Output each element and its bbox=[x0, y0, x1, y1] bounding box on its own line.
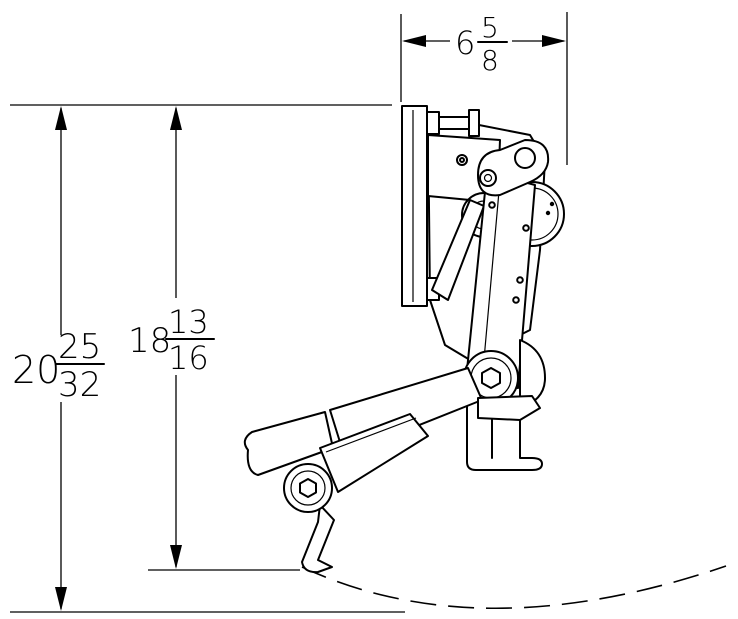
top-width-dimension: 6 5 8 bbox=[400, 11, 568, 165]
top-bolt-nut bbox=[426, 111, 440, 135]
outer-height-whole: 20 bbox=[12, 348, 60, 392]
disc-bolt-2 bbox=[545, 210, 551, 216]
top-link bbox=[477, 139, 550, 197]
front-pivot-hex-bolt bbox=[299, 478, 317, 498]
main-arm-edge bbox=[481, 179, 501, 383]
lower-pivot-hex-bolt bbox=[481, 367, 501, 389]
top-bolt-shank bbox=[438, 116, 470, 130]
width-whole: 6 bbox=[455, 24, 475, 62]
lower-link-end bbox=[477, 395, 541, 421]
width-arrow-right bbox=[542, 35, 566, 47]
front-pivot-ring bbox=[290, 470, 326, 506]
bracket-hole bbox=[456, 154, 468, 166]
arm-hole-3 bbox=[512, 296, 520, 304]
outer-height-dimension: 20 25 32 bbox=[10, 104, 405, 613]
swing-arc-path bbox=[301, 565, 727, 610]
top-link-pivot bbox=[514, 147, 536, 169]
arm-hole-1 bbox=[522, 224, 530, 232]
top-link-pin-center bbox=[483, 173, 493, 183]
hitch-mechanism bbox=[243, 105, 565, 574]
front-hook-tine bbox=[301, 504, 335, 574]
mounting-plate bbox=[401, 105, 480, 307]
inner-arrow-top bbox=[170, 106, 182, 130]
arm-hole-4 bbox=[488, 201, 496, 209]
handle-shaft bbox=[319, 413, 429, 493]
inner-arrow-bottom bbox=[170, 545, 182, 569]
width-numerator: 5 bbox=[481, 11, 499, 44]
inner-height-denominator: 16 bbox=[168, 339, 209, 377]
inner-height-dimension: 18 13 16 bbox=[128, 106, 300, 571]
front-tine bbox=[283, 463, 335, 574]
width-arrow-left bbox=[402, 35, 426, 47]
outer-arrow-bottom bbox=[55, 587, 67, 611]
arm-hole-2 bbox=[516, 276, 524, 284]
inner-height-numerator: 13 bbox=[168, 303, 209, 341]
main-arm bbox=[465, 171, 536, 389]
mounting-plate-face bbox=[401, 105, 428, 307]
outer-height-denominator: 32 bbox=[58, 365, 101, 405]
outer-height-numerator: 25 bbox=[58, 327, 101, 367]
outer-arrow-top bbox=[55, 106, 67, 130]
top-link-pin bbox=[479, 169, 497, 187]
disc-bolt bbox=[549, 201, 555, 207]
bracket-hole-center bbox=[459, 157, 465, 163]
handle-shaft-edge bbox=[325, 417, 417, 453]
handle-grip bbox=[243, 411, 334, 476]
top-bolt-head bbox=[468, 109, 480, 137]
handle-lever bbox=[243, 411, 429, 493]
width-denominator: 8 bbox=[481, 44, 499, 77]
inner-height-whole: 18 bbox=[128, 321, 171, 361]
